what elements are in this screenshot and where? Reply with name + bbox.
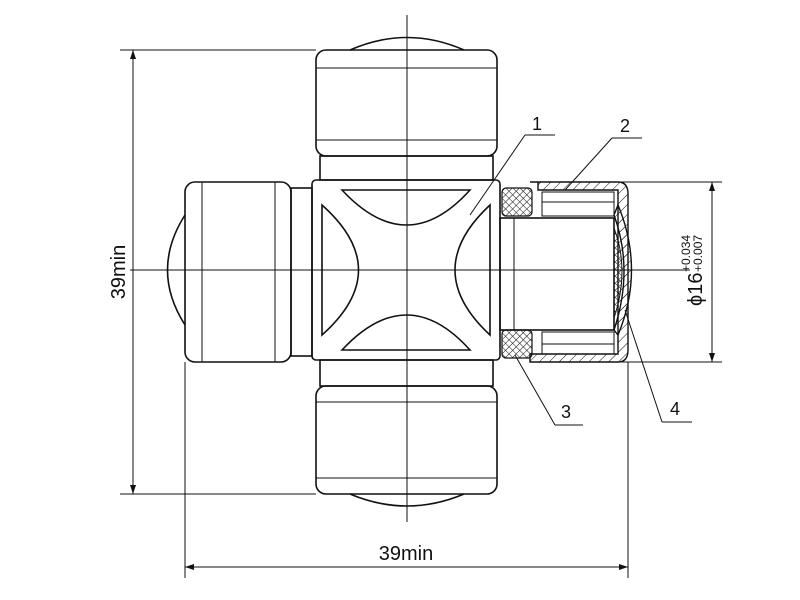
tolerance-lower: +0.007: [691, 235, 705, 272]
diameter-text: ϕ16: [685, 273, 707, 306]
callout-1: 1: [469, 114, 555, 216]
width-dimension: 39min: [184, 362, 629, 578]
callout-3: 3: [514, 354, 583, 426]
diameter-dimension: ϕ16 +0.034 +0.007: [618, 181, 722, 363]
height-dimension: 39min: [108, 49, 316, 495]
left-bearing-cap: [166, 181, 313, 363]
callout-label-4: 4: [670, 399, 680, 419]
callout-4: 4: [624, 309, 692, 423]
callout-label-3: 3: [561, 402, 571, 422]
callout-label-1: 1: [532, 114, 542, 134]
callout-2: 2: [564, 116, 642, 191]
callout-label-2: 2: [620, 116, 630, 136]
right-bearing-section: [499, 181, 633, 363]
center-lines: [130, 15, 690, 522]
tolerance-upper: +0.034: [679, 235, 693, 272]
width-dimension-text: 39min: [379, 543, 433, 565]
height-dimension-text: 39min: [108, 245, 130, 299]
